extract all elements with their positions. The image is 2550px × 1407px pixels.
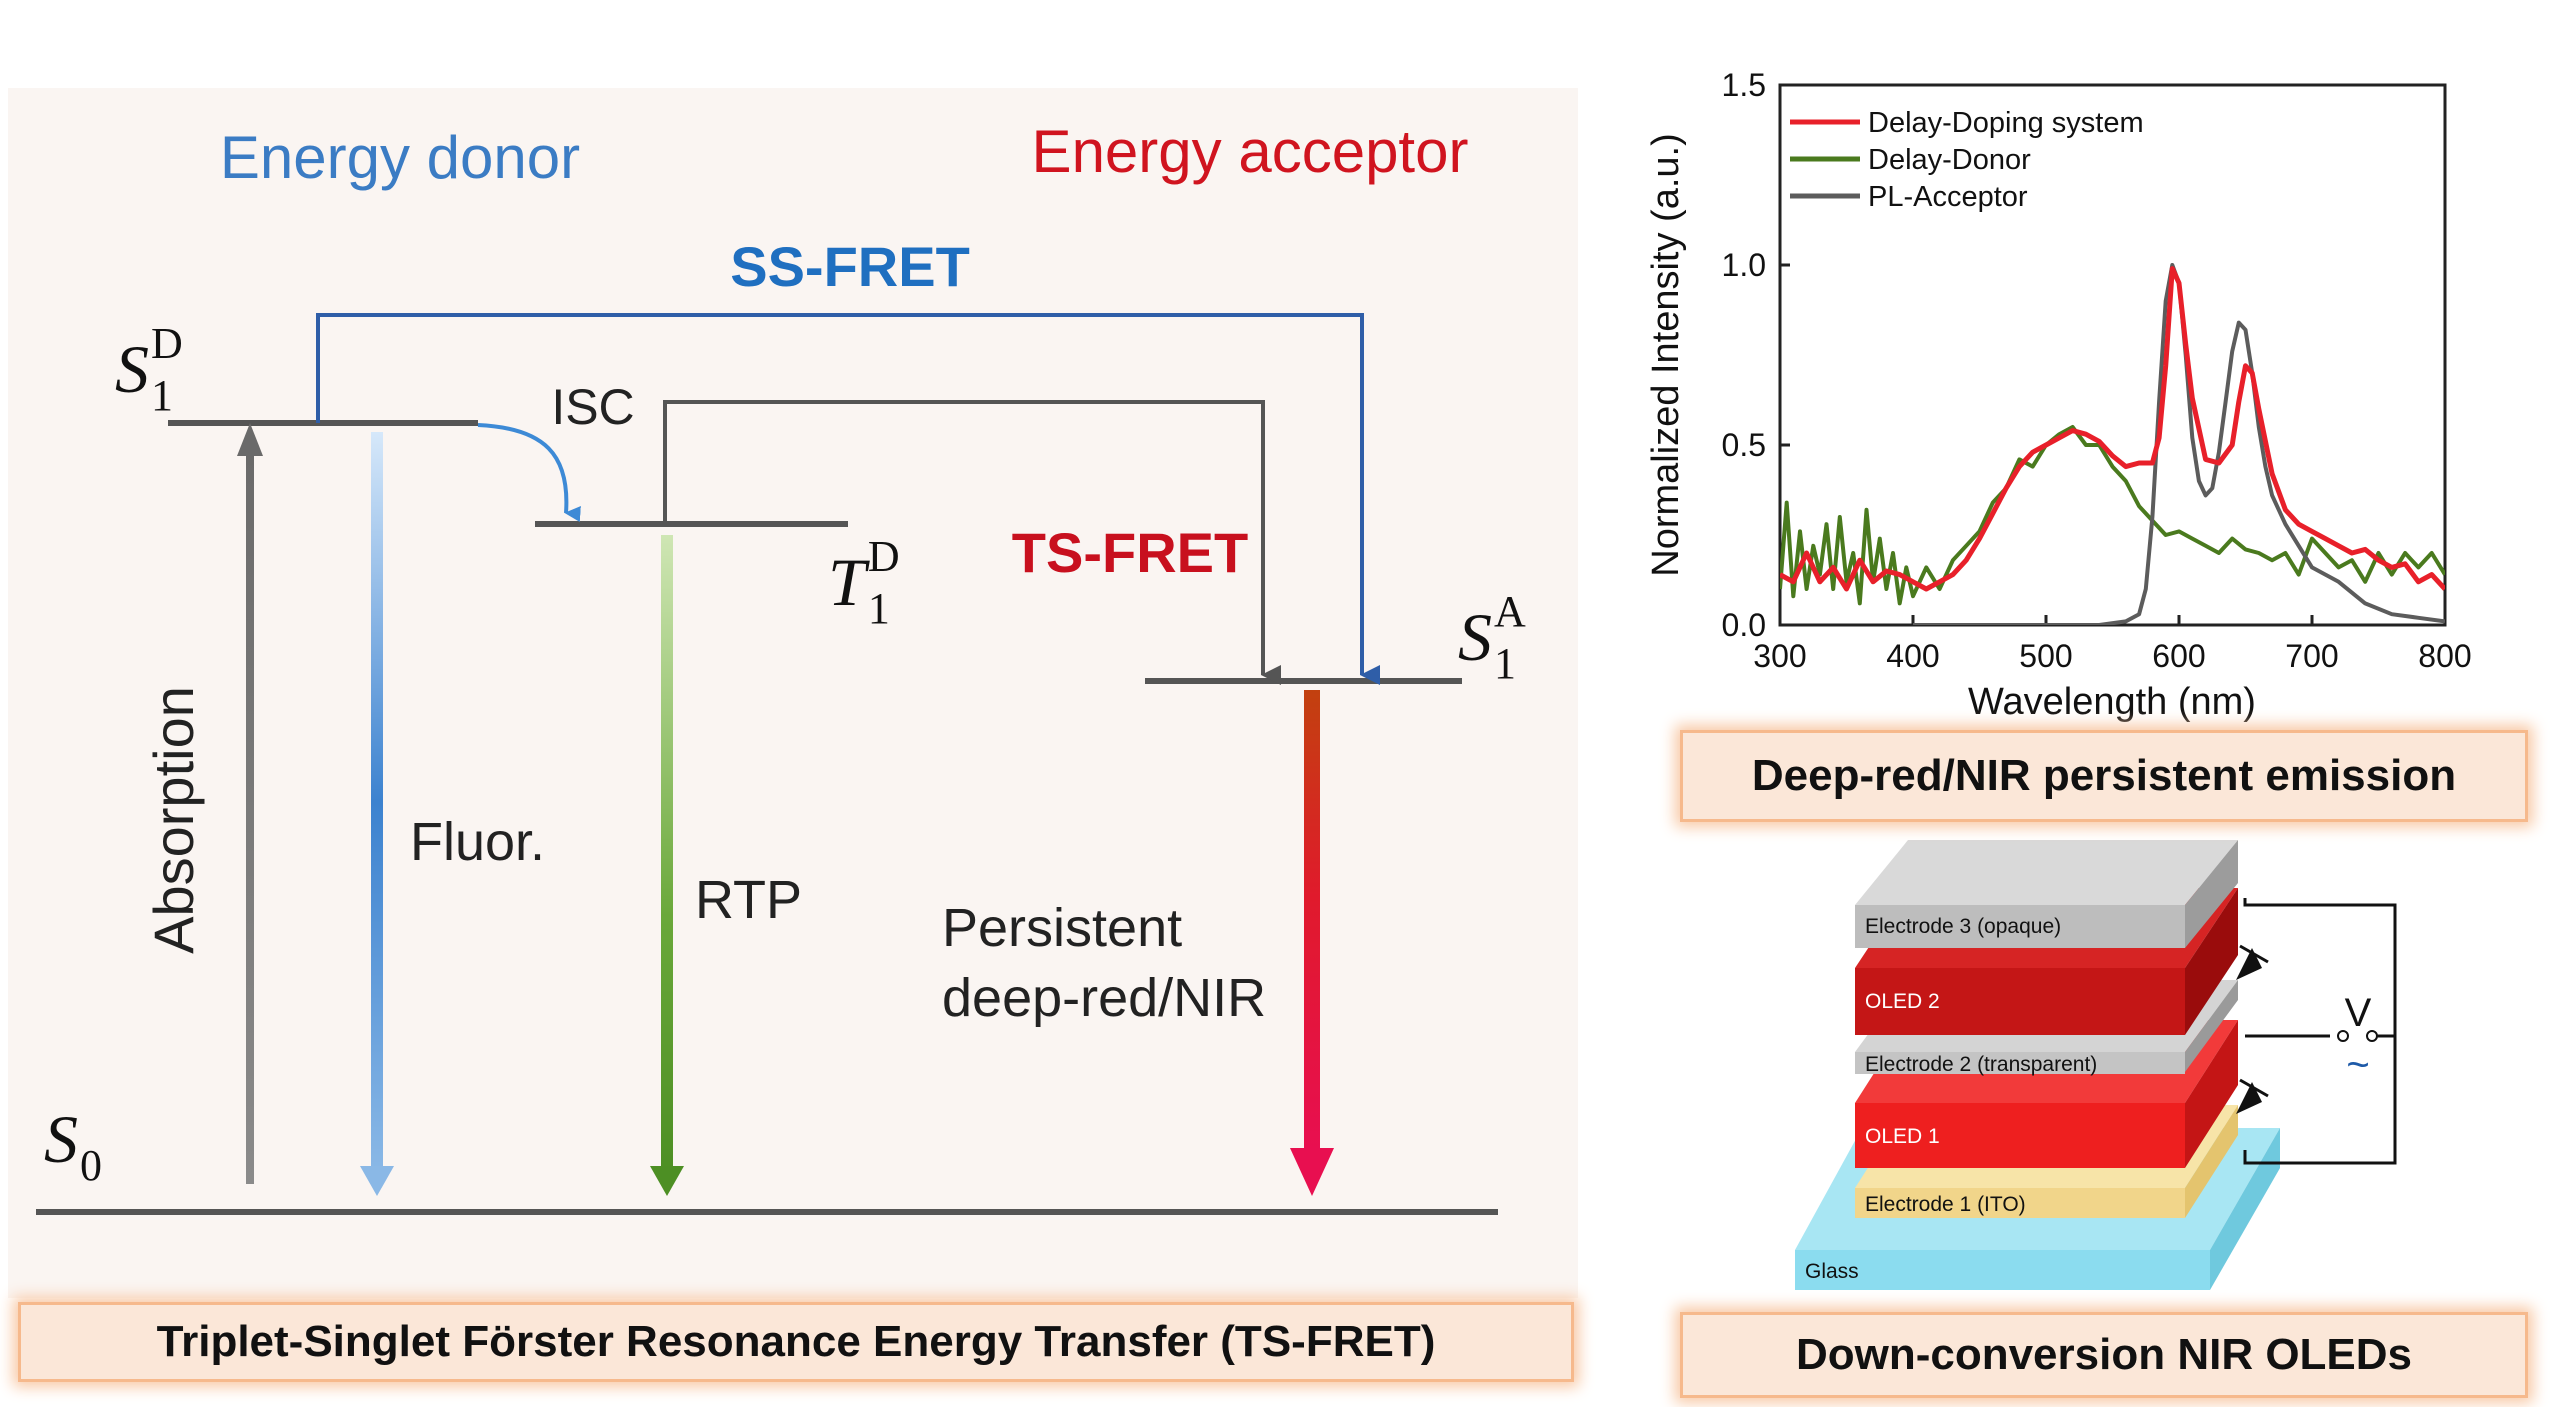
y-tick-label: 0.0 (1722, 607, 1766, 643)
legend-entry-pl-acceptor: PL-Acceptor (1868, 181, 2028, 213)
fluorescence-arrow-shaft (371, 432, 383, 1172)
rtp-label: RTP (695, 870, 802, 930)
electrode2-side-face (2185, 980, 2238, 1072)
chart-legend: Delay-Doping systemDelay-DonorPL-Accepto… (1790, 107, 2144, 213)
diode-oled1-bar (2239, 1078, 2269, 1098)
oled1-label: OLED 1 (1865, 1125, 1940, 1148)
absorption-label: Absorption (142, 686, 205, 954)
ss-fret-arrow (316, 313, 1380, 685)
rtp-arrow-head (650, 1166, 684, 1196)
electrode2-label: Electrode 2 (transparent) (1865, 1053, 2097, 1076)
terminal-left-icon (2337, 1030, 2349, 1042)
fluorescence-label: Fluor. (410, 812, 545, 872)
nir-arrow-shaft (1304, 690, 1320, 1150)
s0-label: S0 (44, 1101, 102, 1190)
oled1-side-face (2185, 1020, 2238, 1168)
glass-front-face (1795, 1250, 2210, 1290)
x-tick-label: 600 (2152, 638, 2205, 674)
x-tick-label: 700 (2285, 638, 2338, 674)
electrode2-front-face (1855, 1052, 2185, 1074)
legend-entry-delay-doping-system: Delay-Doping system (1868, 107, 2144, 139)
s1-acceptor-label: S1A (1458, 587, 1526, 688)
electrode3-side-face (2185, 840, 2238, 948)
ac-symbol-icon: ~ (2346, 1043, 2369, 1087)
series-line-pl-acceptor (1913, 263, 2445, 625)
ts-fret-caption: Triplet-Singlet Förster Resonance Energy… (18, 1302, 1574, 1382)
voltage-label: V (2345, 991, 2372, 1035)
x-axis-ticks: 300 400 500 600 700 800 (1753, 615, 2472, 674)
plot-frame (1778, 83, 2447, 627)
x-tick-label: 300 (1753, 638, 1806, 674)
electrode1-front-face (1855, 1188, 2185, 1218)
electrode1-label: Electrode 1 (ITO) (1865, 1193, 2026, 1216)
ss-fret-label: SS-FRET (730, 235, 970, 298)
y-axis-label: Normalized Intensity (a.u.) (1645, 133, 1687, 577)
x-tick-label: 400 (1886, 638, 1939, 674)
x-axis-label: Wavelength (nm) (1968, 681, 2256, 723)
t1-donor-label: T1D (828, 532, 900, 633)
glass-side-face (2210, 1128, 2280, 1290)
y-tick-label: 1.5 (1722, 67, 1766, 103)
y-tick-label: 1.0 (1722, 247, 1766, 283)
oled-stack-illustration: Glass Electrode 1 (ITO) OLED 1 Electrode… (1795, 840, 2397, 1290)
electrode3-front-face (1855, 905, 2185, 948)
y-axis-ticks: 0.0 0.5 1.0 1.5 (1722, 67, 1790, 643)
isc-label: ISC (551, 379, 634, 435)
persistent-label-line2: deep-red/NIR (942, 968, 1266, 1028)
electrode3-label: Electrode 3 (opaque) (1865, 915, 2061, 938)
x-tick-label: 800 (2418, 638, 2471, 674)
fluorescence-arrow-head (360, 1166, 394, 1196)
absorption-arrow-shaft (246, 452, 254, 1184)
nir-arrow-head (1290, 1148, 1334, 1196)
oled2-side-face (2185, 888, 2238, 1035)
series-line-delay-doping-system (1780, 266, 2445, 592)
x-tick-label: 500 (2019, 638, 2072, 674)
ts-fret-label: TS-FRET (1012, 521, 1248, 584)
legend-entry-delay-donor: Delay-Donor (1868, 144, 2031, 176)
series-lines (1780, 263, 2445, 625)
oled1-front-face (1855, 1103, 2185, 1168)
diode-oled2-bar (2239, 944, 2269, 964)
y-tick-label: 0.5 (1722, 427, 1766, 463)
electrode3-top-face (1855, 840, 2238, 905)
emission-spectrum-chart: 300 400 500 600 700 800 0.0 0.5 1.0 1.5 Delay-Do… (1645, 67, 2472, 723)
energy-acceptor-heading: Energy acceptor (1032, 118, 1469, 185)
rtp-arrow-shaft (661, 535, 673, 1171)
energy-donor-heading: Energy donor (220, 124, 580, 191)
s1-donor-label: S1D (115, 319, 183, 420)
glass-label: Glass (1805, 1260, 1859, 1283)
nir-oleds-caption: Down-conversion NIR OLEDs (1680, 1312, 2528, 1398)
isc-arrow (477, 423, 581, 522)
absorption-arrow-head (237, 423, 263, 456)
circuit-wire (2243, 898, 2397, 1165)
oled2-front-face (1855, 968, 2185, 1035)
ts-fret-arrow (663, 400, 1281, 685)
persistent-label-line1: Persistent (942, 898, 1182, 958)
electrode1-side-face (2185, 1105, 2238, 1218)
deep-red-nir-caption: Deep-red/NIR persistent emission (1680, 730, 2528, 822)
oled2-label: OLED 2 (1865, 990, 1940, 1013)
